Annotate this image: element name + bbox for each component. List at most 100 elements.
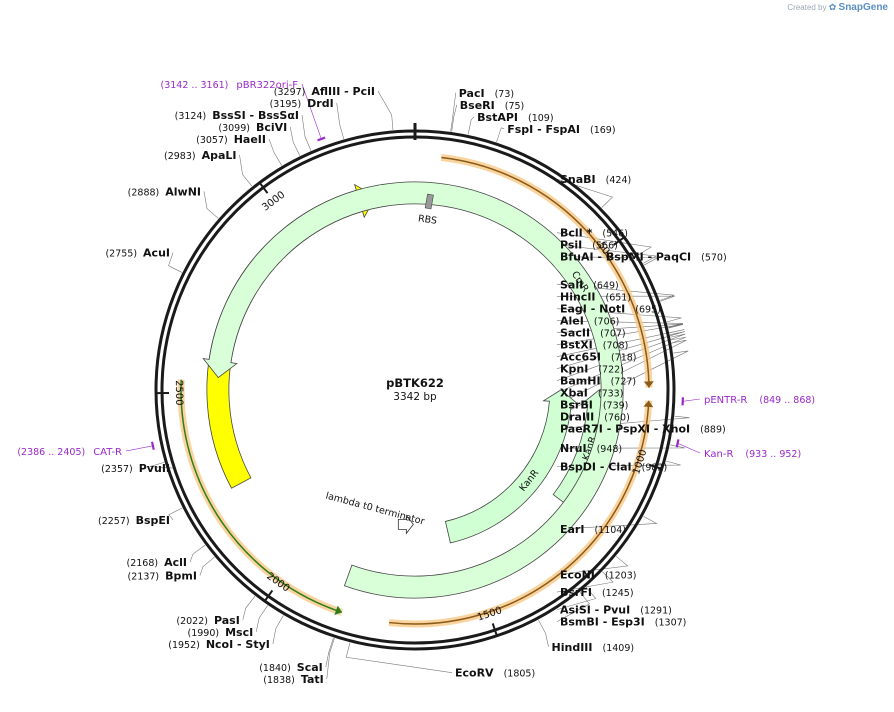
feature-line-arrowhead: [334, 605, 342, 615]
site-position: (2983): [164, 151, 196, 162]
site-leader: [556, 571, 614, 593]
feature-highlights: [177, 154, 654, 628]
site-position: (566): [592, 241, 618, 252]
tick-mark: [613, 235, 626, 246]
site-label: AcuI: [143, 247, 170, 260]
site-position: (651): [606, 292, 632, 303]
site-label: BsrBI: [560, 399, 593, 412]
site-leader: [556, 592, 590, 622]
site-position: (169): [590, 125, 616, 136]
site-position: (1952): [168, 640, 200, 651]
site-leader: [242, 596, 256, 620]
site-leader: [326, 638, 335, 680]
site-leader: [450, 92, 457, 132]
site-position: (2357): [101, 464, 133, 475]
site-label: PasI: [214, 614, 240, 627]
terminator-icon: [397, 514, 414, 535]
feature-line: [441, 156, 650, 388]
site-label: SalI: [560, 278, 583, 291]
site-label: PaeR7I - PspXI - XhoI: [560, 423, 690, 436]
site-label: BamHI: [560, 375, 601, 388]
primer-range: (3142 .. 3161): [161, 80, 229, 91]
site-position: (2888): [128, 187, 160, 198]
site-position: (727): [611, 377, 637, 388]
site-label: FspI - FspAI: [507, 123, 580, 136]
site-leader: [336, 103, 345, 139]
site-position: (3195): [270, 99, 302, 110]
site-label: PacI: [459, 87, 485, 100]
site-position: (733): [598, 389, 624, 400]
site-position: (708): [603, 341, 629, 352]
feature-line: [180, 379, 343, 613]
site-position: (1104): [594, 525, 626, 536]
site-leader: [538, 619, 549, 647]
primer-label: pENTR-R: [704, 395, 747, 406]
tick-mark: [649, 463, 663, 471]
site-position: (1840): [259, 663, 291, 674]
plasmid-name: pBTK622: [386, 376, 444, 390]
plasmid-size: 3342 bp: [393, 391, 437, 403]
site-leader: [556, 556, 629, 575]
site-label: BsrFI: [560, 586, 592, 599]
feature-arrow-kanr: [444, 389, 579, 544]
site-label: EagI - NotI: [560, 303, 625, 316]
site-leader: [556, 336, 687, 393]
plasmid-backbone: [154, 123, 676, 651]
site-label: AleI: [560, 315, 584, 328]
site-position: (1838): [263, 675, 295, 686]
tick-mark: [491, 623, 499, 637]
primer-range: (849 .. 868): [759, 395, 815, 406]
site-label: AsiSI - PvuI: [560, 604, 630, 617]
site-label: PvuII: [139, 462, 170, 475]
site-labels: PacI(73)BseRI(75)BstAPI(109)FspI - FspAI…: [98, 85, 727, 686]
site-position: (109): [528, 113, 554, 124]
site-leader: [345, 642, 453, 673]
site-leader: [325, 637, 334, 668]
site-leader: [556, 339, 687, 405]
tick-label: 2000: [264, 571, 291, 595]
site-leader: [203, 191, 219, 219]
site-label: DraIII: [560, 411, 594, 424]
site-label: BstAPI: [477, 111, 518, 124]
site-label: BseRI: [460, 99, 495, 112]
site-leader: [556, 244, 658, 264]
backbone-inner-ring: [160, 135, 670, 645]
site-leader: [301, 115, 312, 151]
primer-label: CAT-R: [93, 447, 122, 458]
feature-highlight: [177, 379, 343, 616]
site-position: (2257): [98, 516, 130, 527]
site-label: BclI *: [560, 227, 593, 240]
site-position: (706): [594, 317, 620, 328]
site-leader: [199, 556, 215, 576]
site-position: (2168): [127, 558, 159, 569]
site-label: KpnI: [560, 363, 588, 376]
site-position: (1291): [640, 606, 672, 617]
site-label: TatI: [301, 673, 324, 686]
primer-range: (2386 .. 2405): [17, 447, 85, 458]
site-position: (570): [701, 253, 727, 264]
site-position: (722): [598, 365, 624, 376]
site-label: HindIII: [552, 641, 593, 654]
site-label: Acc65I: [560, 351, 601, 364]
site-position: (546): [602, 229, 628, 240]
site-leader: [149, 462, 174, 469]
site-position: (760): [604, 413, 630, 424]
site-label: SacII: [560, 327, 590, 340]
rbs-label: RBS: [417, 213, 437, 227]
site-leader: [496, 127, 505, 143]
primer-label: pBR322ori-F: [236, 80, 298, 91]
site-position: (73): [495, 89, 515, 100]
site-label: EcoNI: [560, 569, 595, 582]
site-label: NcoI - StyI: [206, 638, 270, 651]
site-position: (3057): [196, 135, 228, 146]
terminator-label: lambda t0 terminator: [324, 490, 425, 527]
site-position: (1245): [602, 588, 634, 599]
feature-line-arrowhead: [643, 400, 654, 408]
site-position: (707): [600, 329, 626, 340]
site-label: BpmI: [165, 569, 197, 582]
site-leader: [255, 605, 268, 632]
site-label: HincII: [560, 290, 596, 303]
site-leader: [268, 138, 283, 166]
site-position: (649): [593, 280, 619, 291]
snapgene-logo-icon: ✿: [828, 2, 837, 12]
